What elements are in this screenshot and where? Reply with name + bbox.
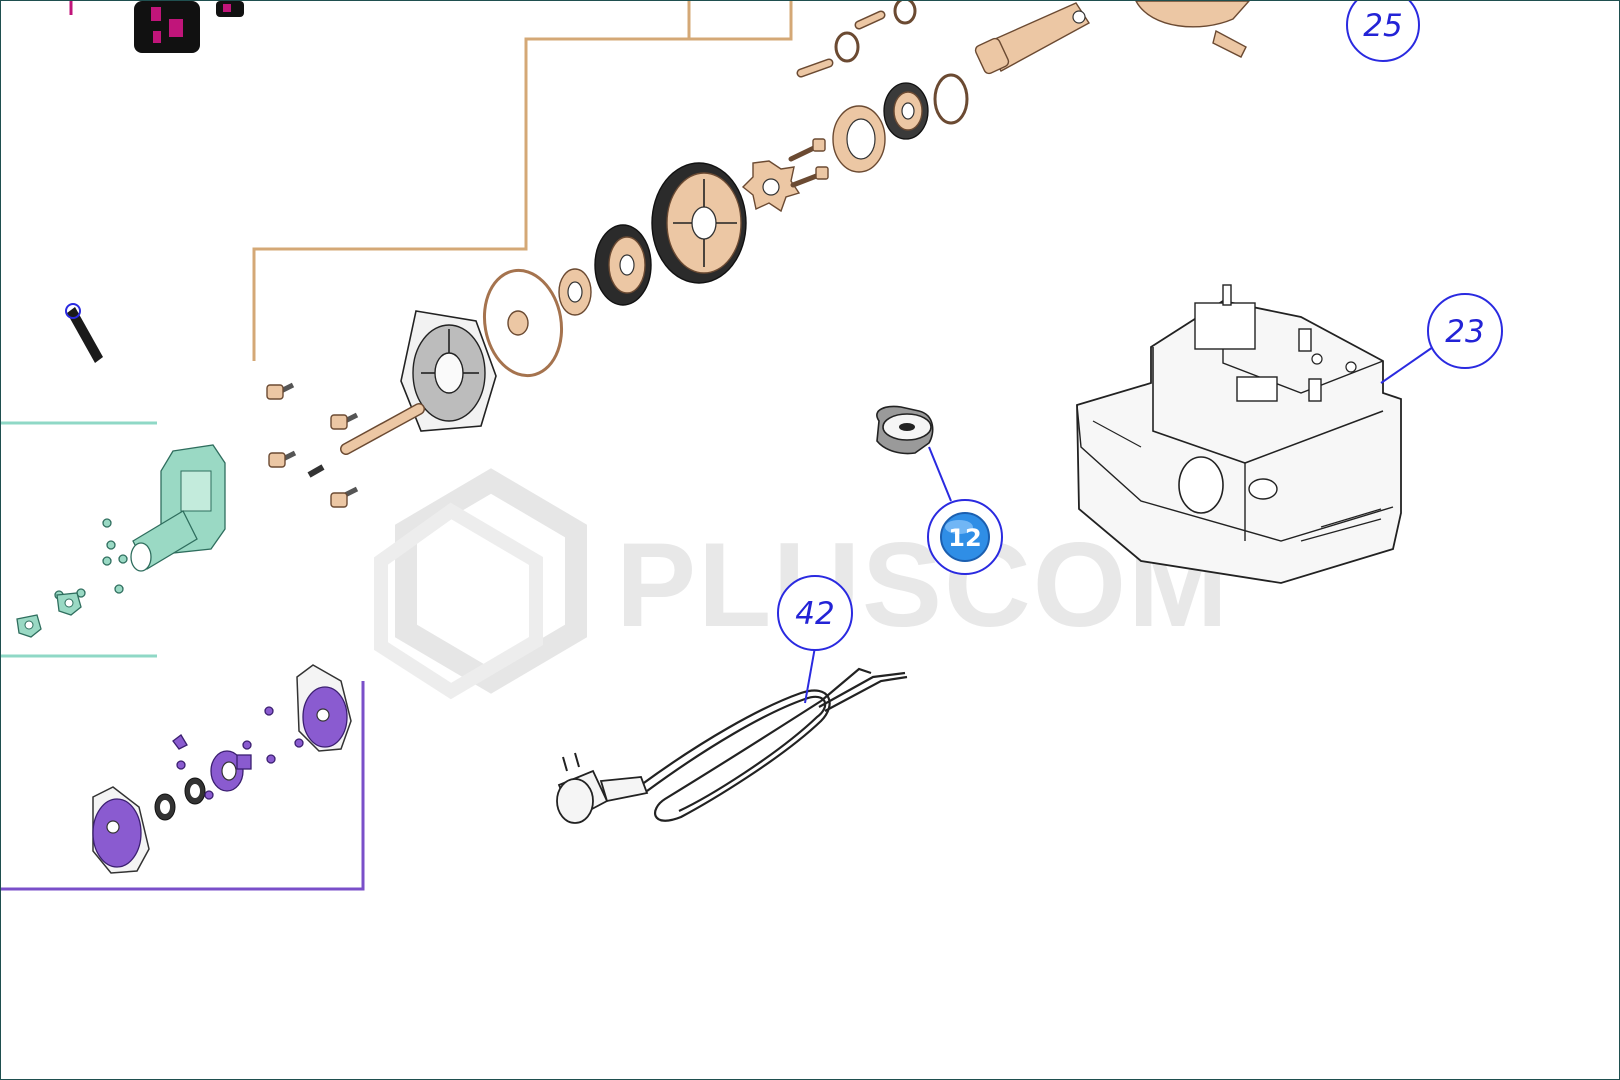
snap-ring [933, 73, 969, 125]
main-gear [651, 162, 747, 284]
bearing-dark [883, 82, 929, 140]
leader-42 [804, 646, 816, 704]
purple-group-outline [1, 681, 365, 891]
hexagon-cube-logo [374, 468, 587, 700]
power-plug [556, 752, 649, 824]
purple-cam-disc-upper [296, 664, 352, 752]
motor-housing-top [1135, 1, 1250, 58]
power-cord [556, 667, 908, 824]
hub-screws [788, 138, 829, 188]
star-hub [741, 160, 801, 213]
bearing-large [832, 105, 886, 173]
teal-motor-group [16, 444, 226, 638]
flange-screws [266, 382, 359, 508]
o-ring [482, 268, 564, 378]
gear-housing-flange [400, 310, 497, 432]
allen-key [65, 303, 103, 363]
teal-group-outline [1, 421, 157, 658]
callout-42[interactable]: 42 [777, 575, 853, 651]
callout-25-label: 25 [1363, 8, 1402, 44]
purple-cam-disc-lower [92, 786, 150, 874]
teal-nut-1 [56, 592, 82, 616]
callout-42-label: 42 [795, 596, 834, 632]
teal-nut-2 [16, 614, 42, 638]
callout-25[interactable]: 25 [1346, 1, 1420, 62]
base-housing [1076, 284, 1402, 584]
top-pins [796, 1, 917, 78]
tan-drive-train [266, 1, 1250, 508]
output-shaft [974, 2, 1090, 75]
cable-grommet [876, 405, 934, 455]
purple-cam-ring [210, 750, 252, 792]
callout-12-label: 12 [948, 524, 981, 552]
tan-group-outline [252, 1, 793, 361]
leader-23 [1380, 346, 1434, 384]
callout-12[interactable]: 12 [927, 499, 1003, 575]
bearing [558, 268, 592, 316]
callout-23[interactable]: 23 [1427, 293, 1503, 369]
leader-12 [928, 446, 952, 502]
washer-small [507, 310, 529, 336]
pinion-gear [594, 224, 652, 306]
callout-23-label: 23 [1445, 314, 1484, 350]
shaft-pin [307, 403, 425, 478]
purple-limit-switch-group [92, 664, 352, 874]
magenta-part [134, 1, 244, 53]
